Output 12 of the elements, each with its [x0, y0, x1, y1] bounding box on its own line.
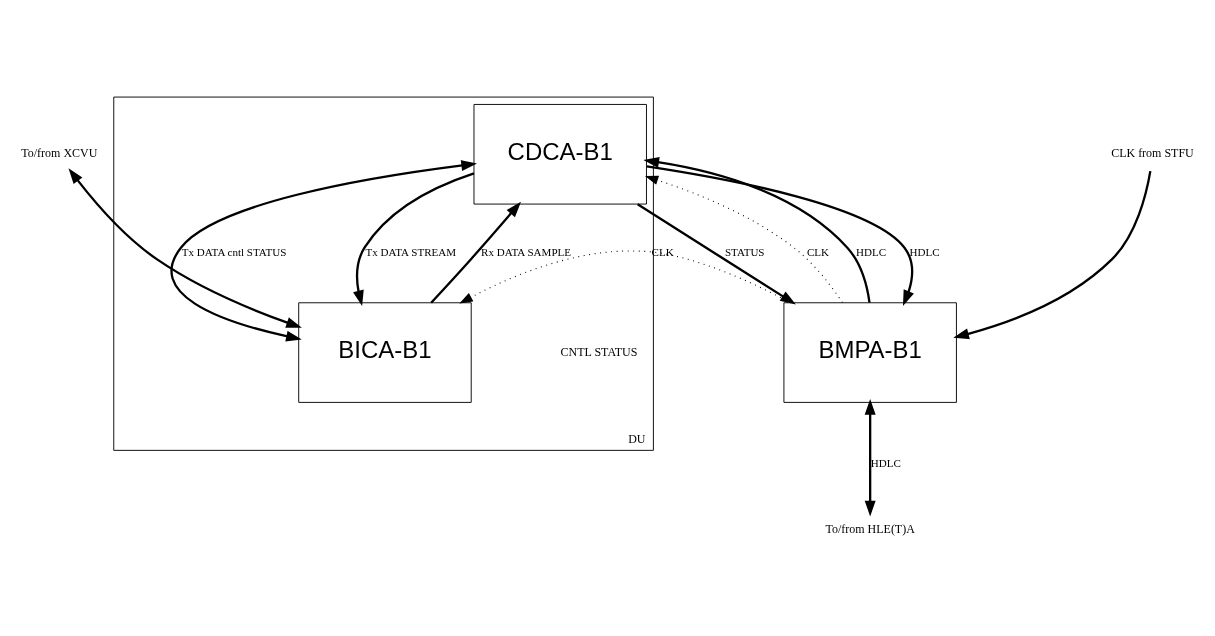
edge-label: Tx DATA cntl STATUS [181, 246, 287, 259]
edge-label: Rx DATA SAMPLE [481, 246, 572, 259]
label: CNTL STATUS [560, 344, 638, 359]
node-text: To/from HLE(T)A [825, 521, 915, 536]
node-text: CLK from STFU [1111, 146, 1194, 161]
edge-label: HDLC [870, 456, 901, 469]
edge-label: HDLC [909, 246, 940, 259]
edge-label: STATUS [724, 246, 765, 259]
node-text: To/from XCVU [21, 146, 98, 161]
edge-label: CLK [807, 246, 830, 259]
edge-label: Tx DATA STREAM [365, 246, 457, 259]
edge-label: HDLC [856, 246, 887, 259]
